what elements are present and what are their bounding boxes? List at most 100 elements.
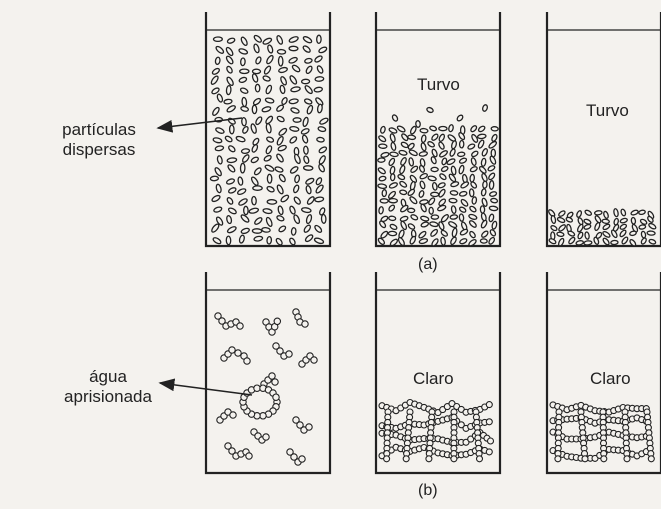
settling-particle xyxy=(452,228,458,237)
dispersed-particle xyxy=(226,215,232,224)
floc-chain xyxy=(251,429,269,443)
settling-particle xyxy=(471,150,479,157)
sediment-particle xyxy=(557,217,566,224)
settling-particle xyxy=(458,165,464,174)
dispersed-particle xyxy=(290,86,300,92)
dispersed-particle xyxy=(294,154,302,165)
settling-particle xyxy=(440,214,449,223)
dispersed-particle xyxy=(264,164,274,172)
settling-particle xyxy=(378,135,387,143)
dispersed-particle xyxy=(238,198,248,207)
dispersed-particle xyxy=(215,127,225,135)
dispersed-particle xyxy=(317,137,325,142)
dispersed-particle xyxy=(241,117,246,126)
settling-particle xyxy=(407,142,415,150)
sediment-particle xyxy=(619,223,627,230)
sediment-particle xyxy=(620,209,626,217)
dispersed-particle xyxy=(213,37,222,42)
floc-chain xyxy=(293,309,308,327)
dispersed-particle xyxy=(276,104,285,112)
settling-particle xyxy=(409,196,418,205)
dispersed-particle xyxy=(318,146,327,154)
dispersed-particle xyxy=(210,75,219,85)
sediment-particle xyxy=(594,222,601,231)
floc-chain xyxy=(217,409,236,423)
dispersed-particle xyxy=(276,215,285,222)
settling-particle xyxy=(460,198,469,207)
sediment-particle xyxy=(619,229,627,237)
dispersed-particle xyxy=(254,217,263,226)
settling-particle xyxy=(388,127,397,134)
settling-particle xyxy=(420,128,428,133)
settling-particle xyxy=(446,158,456,166)
dispersed-particle xyxy=(265,85,272,95)
dispersed-particle xyxy=(314,87,323,93)
dispersed-particle xyxy=(255,116,263,125)
floc-chain xyxy=(263,318,281,335)
dispersed-particle xyxy=(293,118,301,123)
dispersed-particle xyxy=(267,174,272,183)
settling-particle xyxy=(428,197,436,206)
dispersed-particle xyxy=(251,144,259,153)
dispersed-particle xyxy=(276,136,284,146)
dispersed-particle xyxy=(252,196,257,205)
dispersed-particle xyxy=(215,145,224,151)
dispersed-particle xyxy=(280,76,288,86)
dispersed-particle xyxy=(240,163,245,173)
dispersed-particle xyxy=(303,166,312,171)
dispersed-particle xyxy=(289,205,296,214)
floc-chain xyxy=(293,417,312,433)
dispersed-particle xyxy=(240,106,248,112)
sediment-particle xyxy=(641,231,646,238)
settling-particle xyxy=(420,203,427,212)
dispersed-particle xyxy=(304,98,313,105)
dispersed-particle xyxy=(289,75,298,85)
dispersed-particle xyxy=(289,98,299,104)
dispersed-particle xyxy=(276,184,284,194)
dispersed-particle xyxy=(250,123,257,133)
dispersed-particle xyxy=(276,35,284,45)
settling-particle xyxy=(471,157,477,166)
dispersed-particle xyxy=(294,175,300,183)
dispersed-particle xyxy=(216,93,223,102)
dispersed-particle xyxy=(293,184,300,193)
sediment-particle xyxy=(548,238,556,245)
settling-particle xyxy=(388,216,395,221)
settling-particle xyxy=(477,139,485,149)
sediment-particle xyxy=(602,231,611,239)
sediment-particle xyxy=(602,237,610,246)
settling-particle xyxy=(397,174,405,181)
settling-particle xyxy=(407,135,415,140)
dispersed-particle xyxy=(318,46,327,54)
settling-particle xyxy=(439,173,447,181)
dispersed-particle xyxy=(224,99,233,104)
dispersed-particle xyxy=(212,106,221,116)
settling-particle xyxy=(419,151,428,157)
settling-particle xyxy=(420,216,429,222)
sediment-particle xyxy=(630,209,638,215)
settling-particle xyxy=(480,206,485,213)
settling-particle xyxy=(440,237,446,246)
settling-particle xyxy=(468,214,477,221)
label-particulas-line2: dispersas xyxy=(44,140,154,160)
dispersed-particle xyxy=(302,35,312,44)
label-turvo-middle: Turvo xyxy=(417,75,460,95)
dispersed-particle xyxy=(304,85,313,95)
dispersed-particle xyxy=(303,155,310,164)
dispersed-particle xyxy=(255,84,260,92)
dispersed-particle xyxy=(314,237,324,244)
dispersed-particle xyxy=(213,206,222,213)
dispersed-particle xyxy=(250,156,259,164)
dispersed-particle xyxy=(317,104,323,113)
settling-particle xyxy=(441,166,449,173)
panel-label-a: (a) xyxy=(418,256,438,274)
dispersed-particle xyxy=(240,214,250,224)
settling-particle xyxy=(438,182,446,189)
settling-particle xyxy=(390,142,396,151)
settling-particle xyxy=(428,175,437,181)
settling-particle xyxy=(389,152,398,158)
settling-particle xyxy=(382,190,387,197)
dispersed-particle xyxy=(253,44,260,54)
dispersed-particle xyxy=(262,227,271,232)
